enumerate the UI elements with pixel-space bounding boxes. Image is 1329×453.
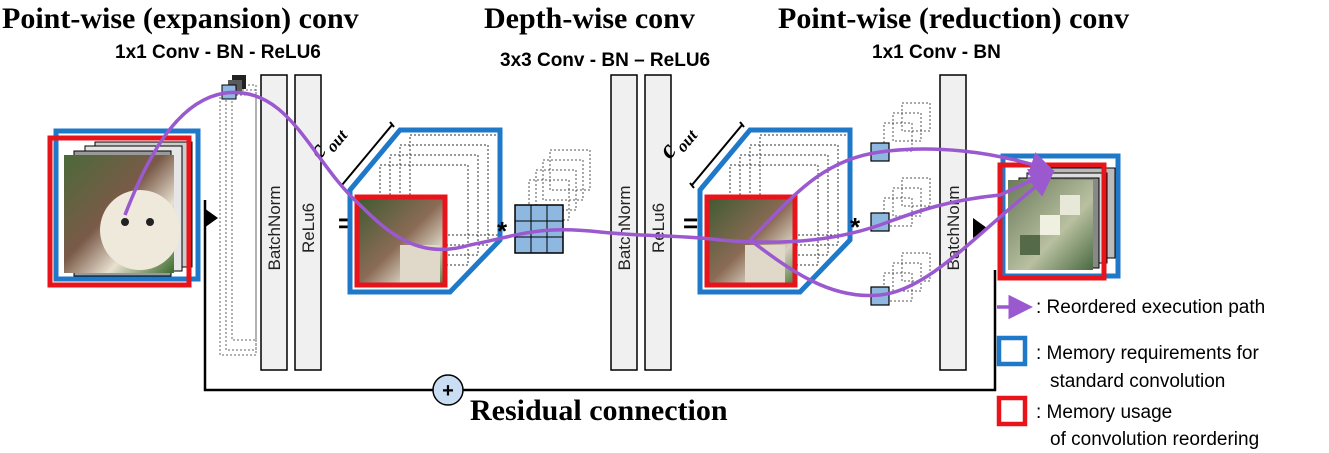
expanded-red-border (354, 194, 448, 288)
legend-blue-line1: : Memory requirements for (1036, 343, 1259, 364)
depthwise-kernel (514, 149, 591, 254)
legend-red-entry: : Memory usage of convolution reordering (996, 395, 1259, 450)
conv-operator-1: * (497, 216, 508, 246)
red-square-icon (996, 395, 1028, 427)
title-depthwise: Depth-wise conv (484, 2, 695, 35)
batchnorm-label-2: BatchNorm (615, 185, 634, 270)
reordered-execution-path (123, 90, 1055, 298)
subtitle-depthwise: 3x3 Conv - BN – ReLU6 (500, 50, 710, 71)
input-arrow-icon (204, 208, 218, 228)
batchnorm-bar-2: BatchNorm (610, 74, 638, 371)
expanded-feature-map (339, 121, 503, 295)
expansion-filters (219, 75, 257, 356)
title-reduction: Point-wise (reduction) conv (778, 2, 1129, 35)
depthwise-feature-map (689, 121, 853, 295)
add-operator: + (442, 380, 454, 402)
batchnorm-bar-3: BatchNorm (939, 74, 967, 371)
input-red-border (47, 135, 192, 288)
conv-operator-2: * (850, 212, 861, 242)
reduction-filters (870, 102, 931, 306)
residual-label: Residual connection (470, 394, 728, 427)
legend-red-line1: : Memory usage (1036, 402, 1172, 423)
relu-bar-1: ReLu6 (294, 74, 322, 371)
relu-label-1: ReLu6 (299, 203, 318, 253)
legend: : Reordered execution path : Memory requ… (996, 294, 1265, 450)
residual-connection: + (203, 200, 997, 406)
equals-operator-2: = (683, 208, 698, 238)
subtitle-expansion: 1x1 Conv - BN - ReLU6 (115, 42, 321, 63)
batchnorm-label-1: BatchNorm (265, 185, 284, 270)
input-blue-border (53, 128, 201, 282)
add-circle-icon (432, 374, 464, 406)
relu-bar-2: ReLu6 (644, 74, 672, 371)
legend-blue-line2: standard convolution (1050, 371, 1225, 392)
title-expansion: Point-wise (expansion) conv (2, 2, 359, 35)
relu-label-2: ReLu6 (649, 203, 668, 253)
legend-path-label: : Reordered execution path (1036, 297, 1265, 318)
batchnorm-bar-1: BatchNorm (260, 74, 288, 371)
output-arrow-icon (973, 218, 987, 238)
legend-red-line2: of convolution reordering (1050, 429, 1259, 450)
subtitle-reduction: 1x1 Conv - BN (872, 42, 1001, 63)
depthwise-blue-border (697, 127, 853, 295)
output-feature-map (997, 153, 1121, 281)
legend-path-entry: : Reordered execution path (997, 294, 1265, 320)
blue-square-icon (996, 335, 1028, 367)
batchnorm-label-3: BatchNorm (944, 185, 963, 270)
legend-blue-entry: : Memory requirements for standard convo… (996, 335, 1259, 392)
input-feature-map (47, 128, 201, 288)
